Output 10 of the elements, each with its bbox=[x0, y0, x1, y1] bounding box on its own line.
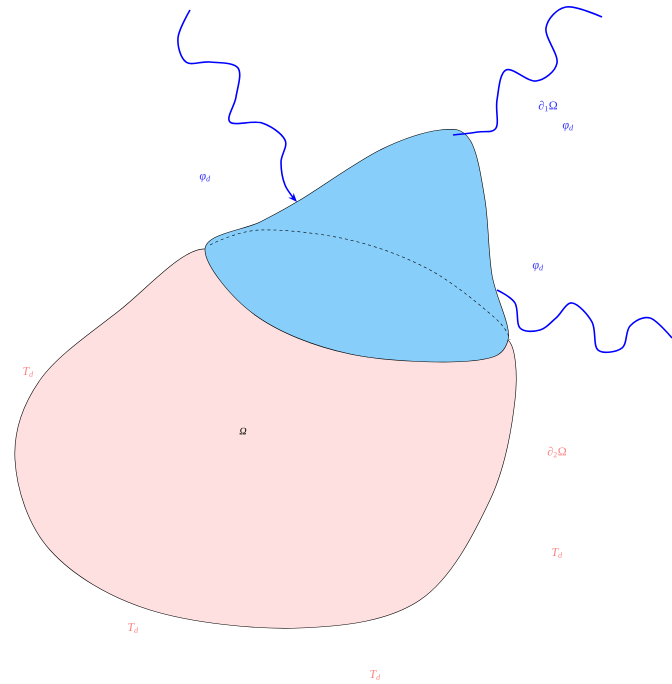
boundary-label: ∂$_{1}$Ω bbox=[538, 100, 558, 112]
boundary-label: T$_{d}$ bbox=[552, 548, 562, 558]
boundary-label: T$_{d}$ bbox=[370, 670, 380, 680]
boundary-label: T$_{d}$ bbox=[23, 367, 34, 377]
edge-label: φ$_{d}$ bbox=[562, 122, 574, 132]
boundary-label: T$_{d}$ bbox=[128, 623, 138, 633]
region-label: Ω bbox=[240, 428, 246, 434]
edge-label: φ$_{d}$ bbox=[532, 262, 544, 272]
boundary-label: ∂$_{2}$Ω bbox=[548, 446, 566, 458]
edge-label: φ$_{d}$ bbox=[200, 174, 210, 182]
